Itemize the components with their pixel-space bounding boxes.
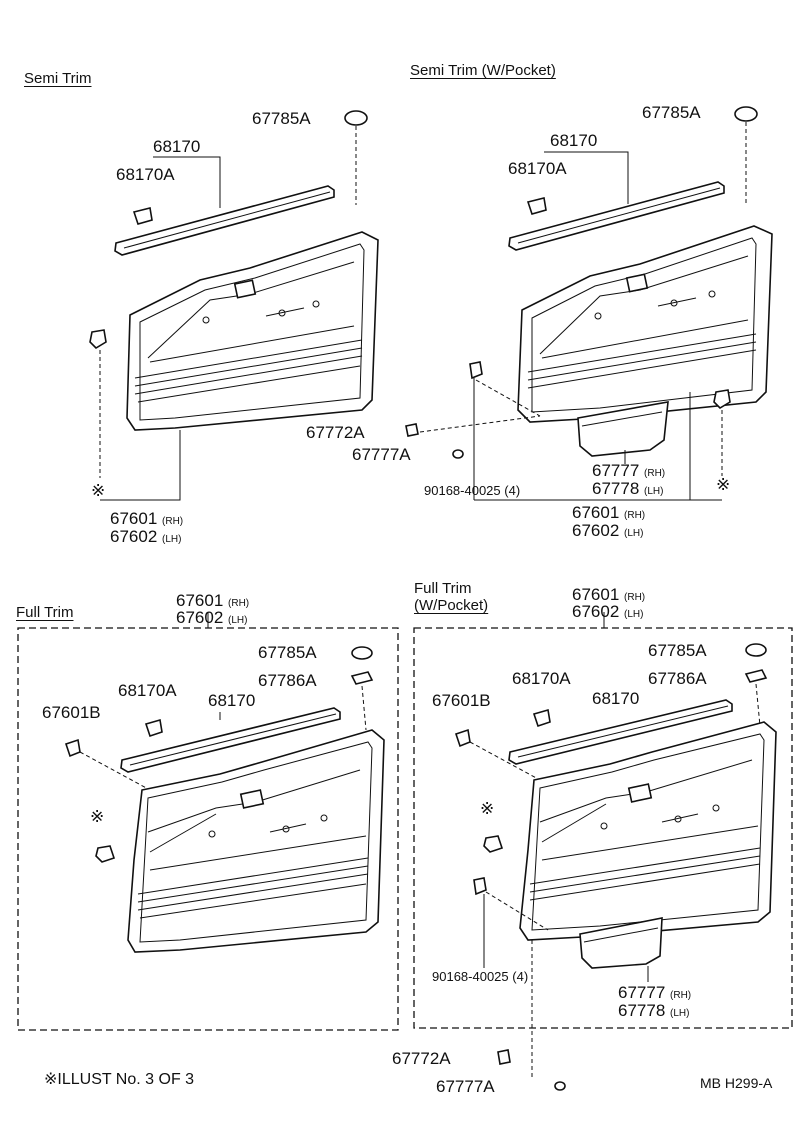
clip-68170a: [526, 197, 547, 215]
part-label-67601b: 67601B: [42, 703, 101, 722]
part-label-67777a: 67777A: [436, 1077, 495, 1096]
screw-67772a: [497, 1049, 511, 1065]
cap-67777a: [452, 449, 464, 459]
grommet-67785a: [344, 110, 368, 126]
grommet-67785a: [734, 106, 758, 122]
reference-mark-icon: ※: [480, 799, 495, 818]
section-title-full-trim-pocket: Full Trim (W/Pocket): [414, 580, 489, 615]
part-label-67786a: 67786A: [648, 669, 707, 688]
grommet-67785a: [745, 643, 767, 657]
part-label-68170a: 68170A: [512, 669, 571, 688]
reference-mark-icon: ※: [716, 475, 731, 494]
part-label-67601: 67601 (RH): [176, 591, 250, 610]
grommet-67785a: [351, 646, 373, 660]
clip-68170a: [532, 708, 551, 728]
full-trim-assembly: [17, 612, 399, 1031]
part-label-67785a: 67785A: [642, 103, 701, 122]
part-label-68170a: 68170A: [508, 159, 567, 178]
screw-67772a: [405, 423, 419, 437]
part-label-67777a: 67777A: [352, 445, 411, 464]
clip-67601b: [454, 728, 471, 748]
map-pocket: [577, 401, 669, 457]
reference-mark-icon: ※: [90, 807, 105, 826]
door-panel: [519, 721, 777, 941]
part-label-67785a: 67785A: [258, 643, 317, 662]
semi-trim-pocket-assembly: [405, 106, 773, 501]
part-label-67772a: 67772A: [392, 1049, 451, 1068]
clip-fastener: [483, 835, 504, 853]
clip-fastener: [713, 389, 731, 410]
cap-67777a: [554, 1081, 566, 1091]
part-label-68170: 68170: [592, 689, 640, 708]
part-label-67602: 67602 (LH): [176, 608, 248, 627]
illustration-code: MB H299-A: [700, 1075, 773, 1091]
illustration-note: ※ILLUST No. 3 OF 3: [44, 1071, 195, 1088]
part-label-67602: 67602 (LH): [572, 602, 644, 621]
part-label-67601: 67601 (RH): [572, 503, 646, 522]
full-trim-pocket-assembly: [413, 612, 793, 1091]
part-label-67786a: 67786A: [258, 671, 317, 690]
part-label-68170: 68170: [550, 131, 598, 150]
part-label-67601b: 67601B: [432, 691, 491, 710]
clip-fastener: [89, 329, 107, 350]
clip-fastener: [469, 361, 483, 380]
part-label-67602: 67602 (LH): [572, 521, 644, 540]
part-label-67601: 67601 (RH): [572, 585, 646, 604]
part-label-67785a: 67785A: [648, 641, 707, 660]
semi-trim-assembly: [89, 110, 379, 501]
part-label-67601: 67601 (RH): [110, 509, 184, 528]
part-label-68170a: 68170A: [118, 681, 177, 700]
part-label-67602: 67602 (LH): [110, 527, 182, 546]
grommet-67786a: [744, 669, 768, 683]
part-label-67777: 67777 (RH): [618, 983, 692, 1002]
part-label-68170a: 68170A: [116, 165, 175, 184]
part-label-90168-40025: 90168-40025 (4): [432, 969, 529, 984]
section-title-semi-trim: Semi Trim: [24, 70, 92, 87]
part-label-68170: 68170: [153, 137, 201, 156]
section-title-semi-trim-pocket: Semi Trim (W/Pocket): [410, 62, 556, 79]
map-pocket: [579, 917, 663, 969]
part-label-67777: 67777 (RH): [592, 461, 666, 480]
part-label-90168-40025: 90168-40025 (4): [424, 483, 521, 498]
reference-mark-icon: ※: [91, 481, 106, 500]
grommet-67786a: [350, 671, 374, 685]
clip-fastener: [473, 877, 487, 896]
door-panel: [126, 231, 379, 431]
clip-fastener: [95, 845, 116, 863]
door-panel: [127, 729, 385, 953]
clip-67601b: [64, 738, 81, 758]
section-title-full-trim: Full Trim: [16, 604, 74, 621]
clip-68170a: [132, 207, 153, 225]
part-label-67785a: 67785A: [252, 109, 311, 128]
part-label-67778: 67778 (LH): [618, 1001, 690, 1020]
clip-68170a: [144, 718, 163, 738]
part-label-67772a: 67772A: [306, 423, 365, 442]
part-label-67778: 67778 (LH): [592, 479, 664, 498]
part-label-68170: 68170: [208, 691, 256, 710]
